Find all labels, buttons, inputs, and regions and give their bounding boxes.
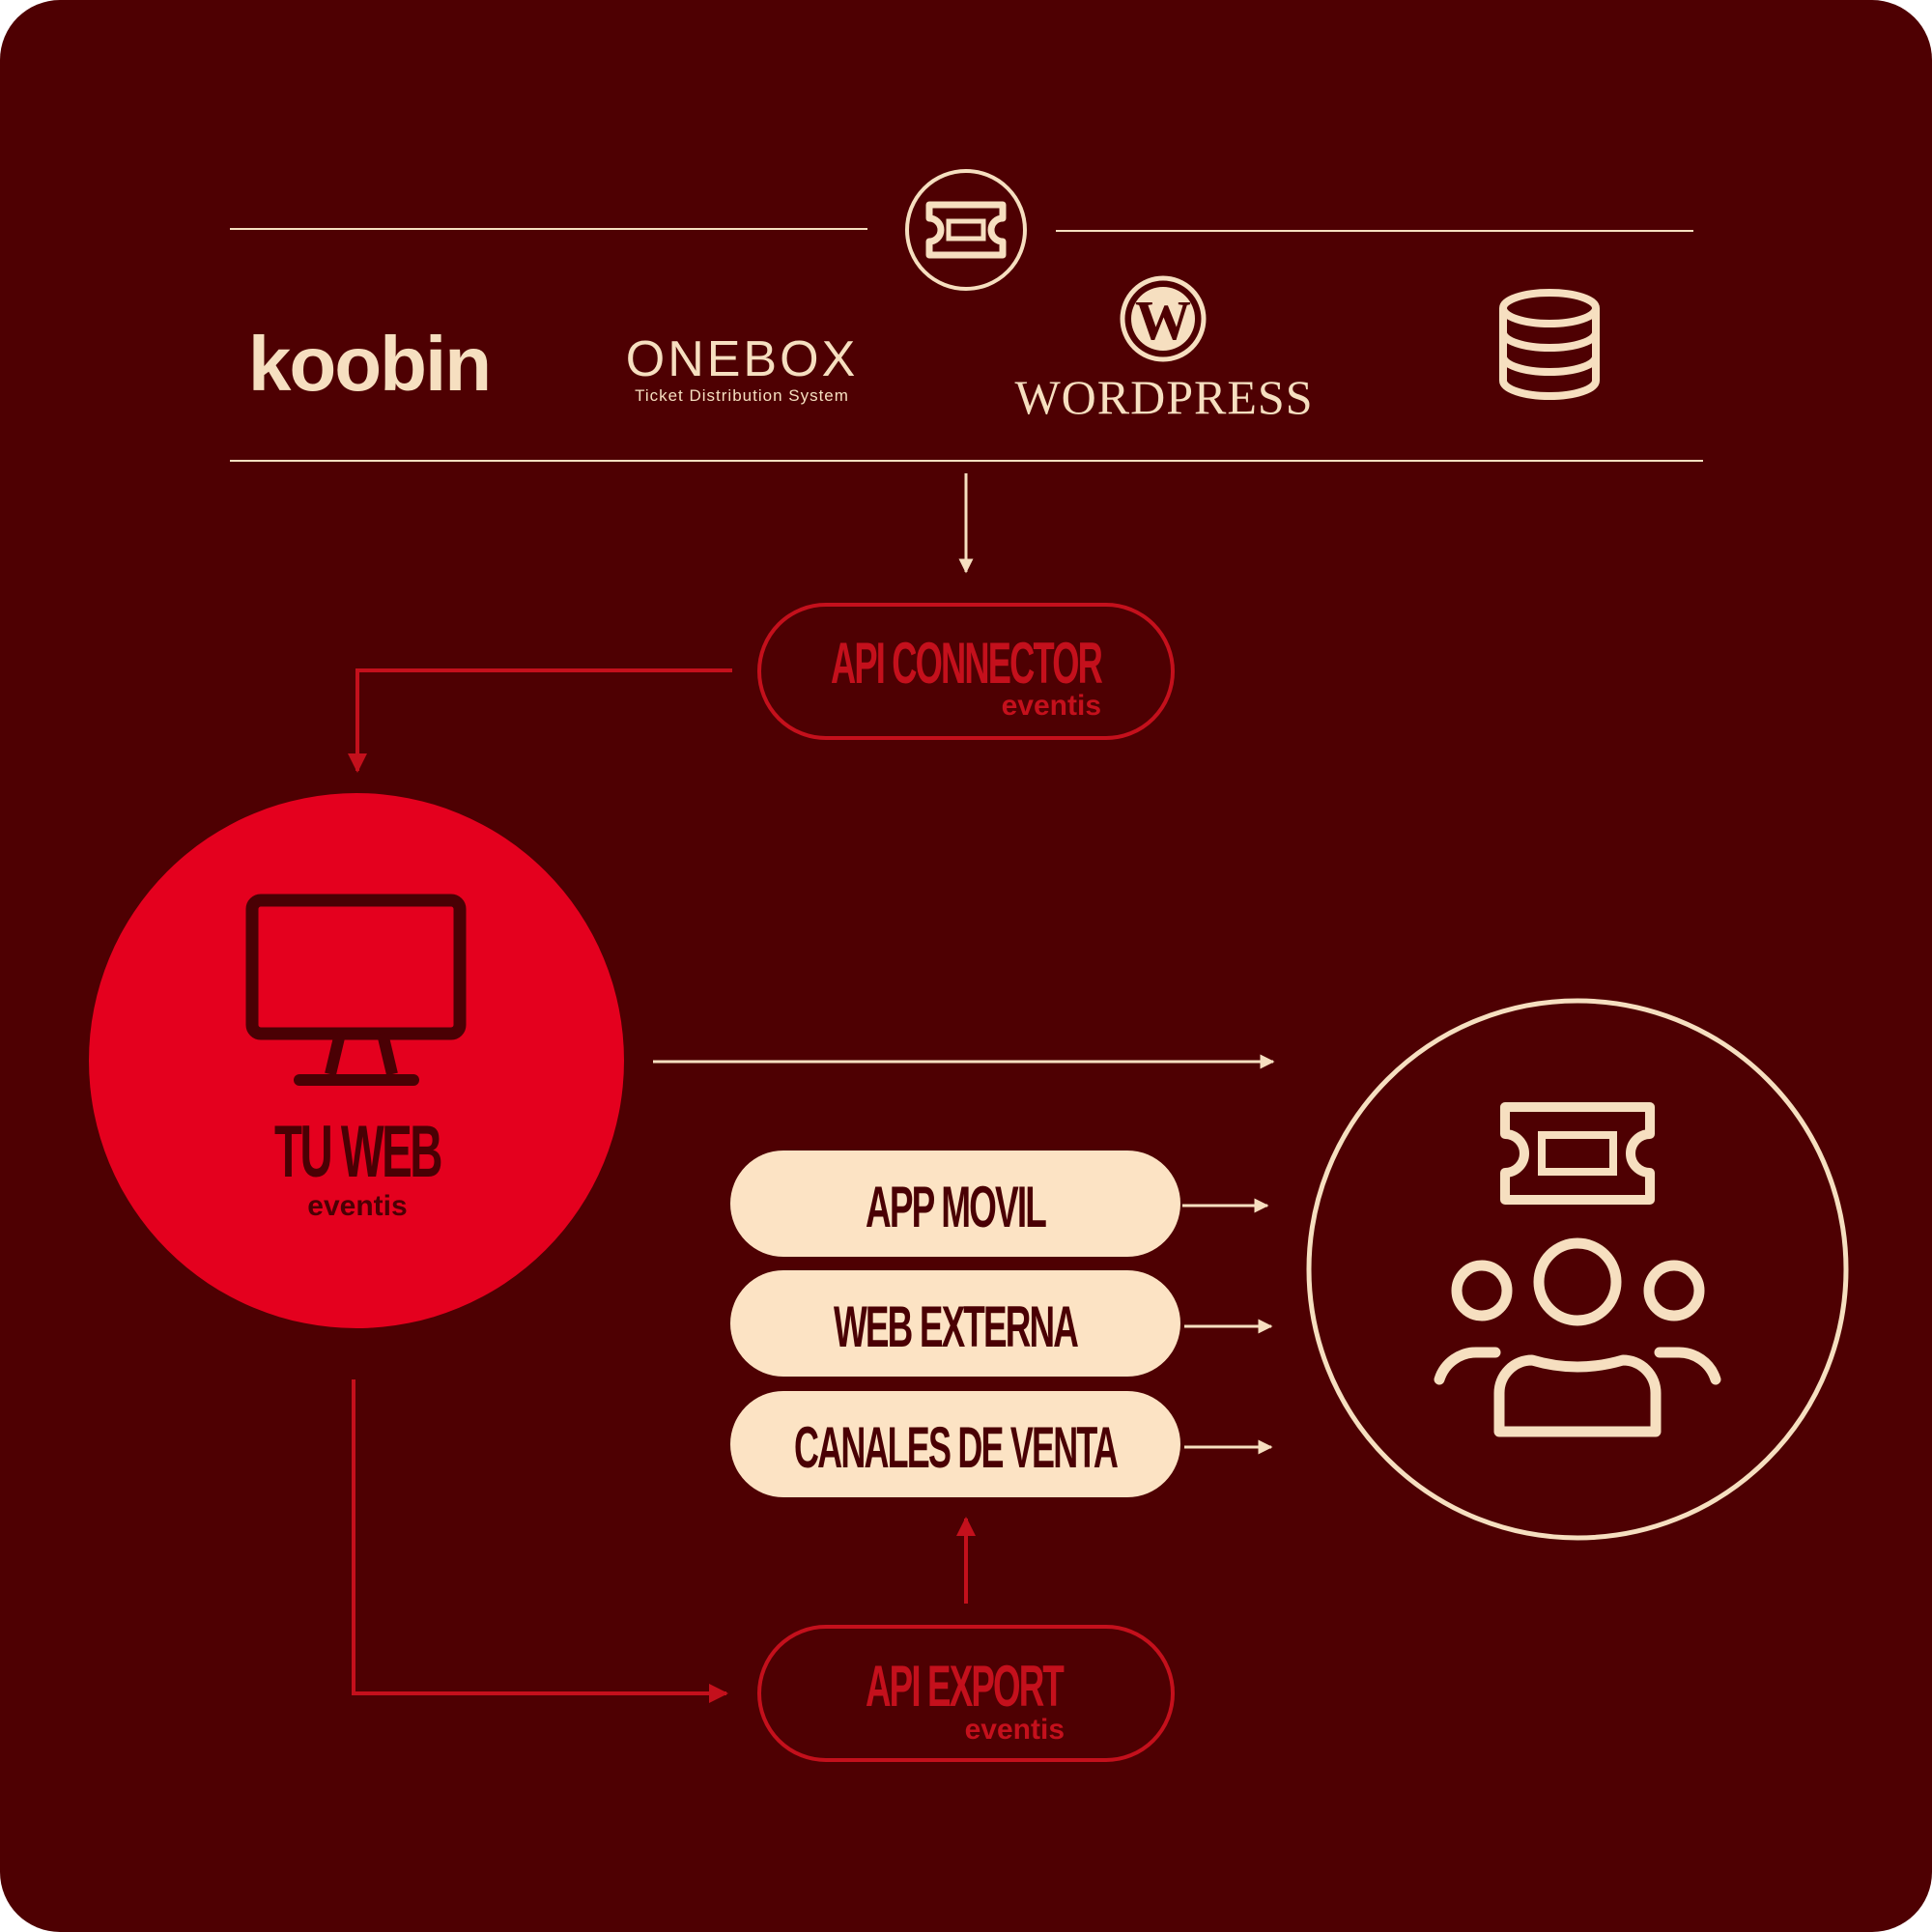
koobin-logo: koobin: [248, 321, 490, 407]
onebox-tagline: Ticket Distribution System: [635, 386, 849, 405]
channel-web-externa-label: WEB EXTERNA: [834, 1294, 1078, 1359]
arrow-tuweb-to-export: [352, 1379, 728, 1703]
onebox-logo: ONEBOX: [626, 331, 859, 387]
people-group-icon: [1434, 1237, 1721, 1437]
api-connector-title: API CONNECTOR: [831, 631, 1103, 696]
svg-text:W: W: [1135, 289, 1191, 352]
api-connector-brand: eventis: [1002, 690, 1101, 722]
api-export-brand: eventis: [965, 1714, 1065, 1746]
wordpress-logo: WORDPRESS: [1014, 370, 1313, 424]
channel-canales-venta-label: CANALES DE VENTA: [794, 1415, 1118, 1480]
channel-app-movil-label: APP MOVIL: [866, 1175, 1046, 1239]
ticket-icon: [1500, 1102, 1655, 1205]
tu-web-circle: [89, 793, 624, 1328]
api-connector-pill: [757, 603, 1175, 740]
monitor-icon: [245, 894, 467, 1086]
tu-web-title: TU WEB: [274, 1111, 441, 1193]
api-export-title: API EXPORT: [866, 1654, 1064, 1719]
ticket-icon: [905, 169, 1027, 291]
channel-app-movil: APP MOVIL: [730, 1151, 1180, 1257]
arrow-connector-to-tuweb: [348, 668, 732, 773]
database-icon: [1499, 289, 1600, 400]
tu-web-brand: eventis: [307, 1190, 407, 1222]
wordpress-icon: W: [1120, 275, 1207, 362]
api-export-pill: [757, 1625, 1175, 1762]
audience-circle: [1306, 998, 1849, 1541]
channel-canales-venta: CANALES DE VENTA: [730, 1391, 1180, 1497]
channel-web-externa: WEB EXTERNA: [730, 1270, 1180, 1377]
